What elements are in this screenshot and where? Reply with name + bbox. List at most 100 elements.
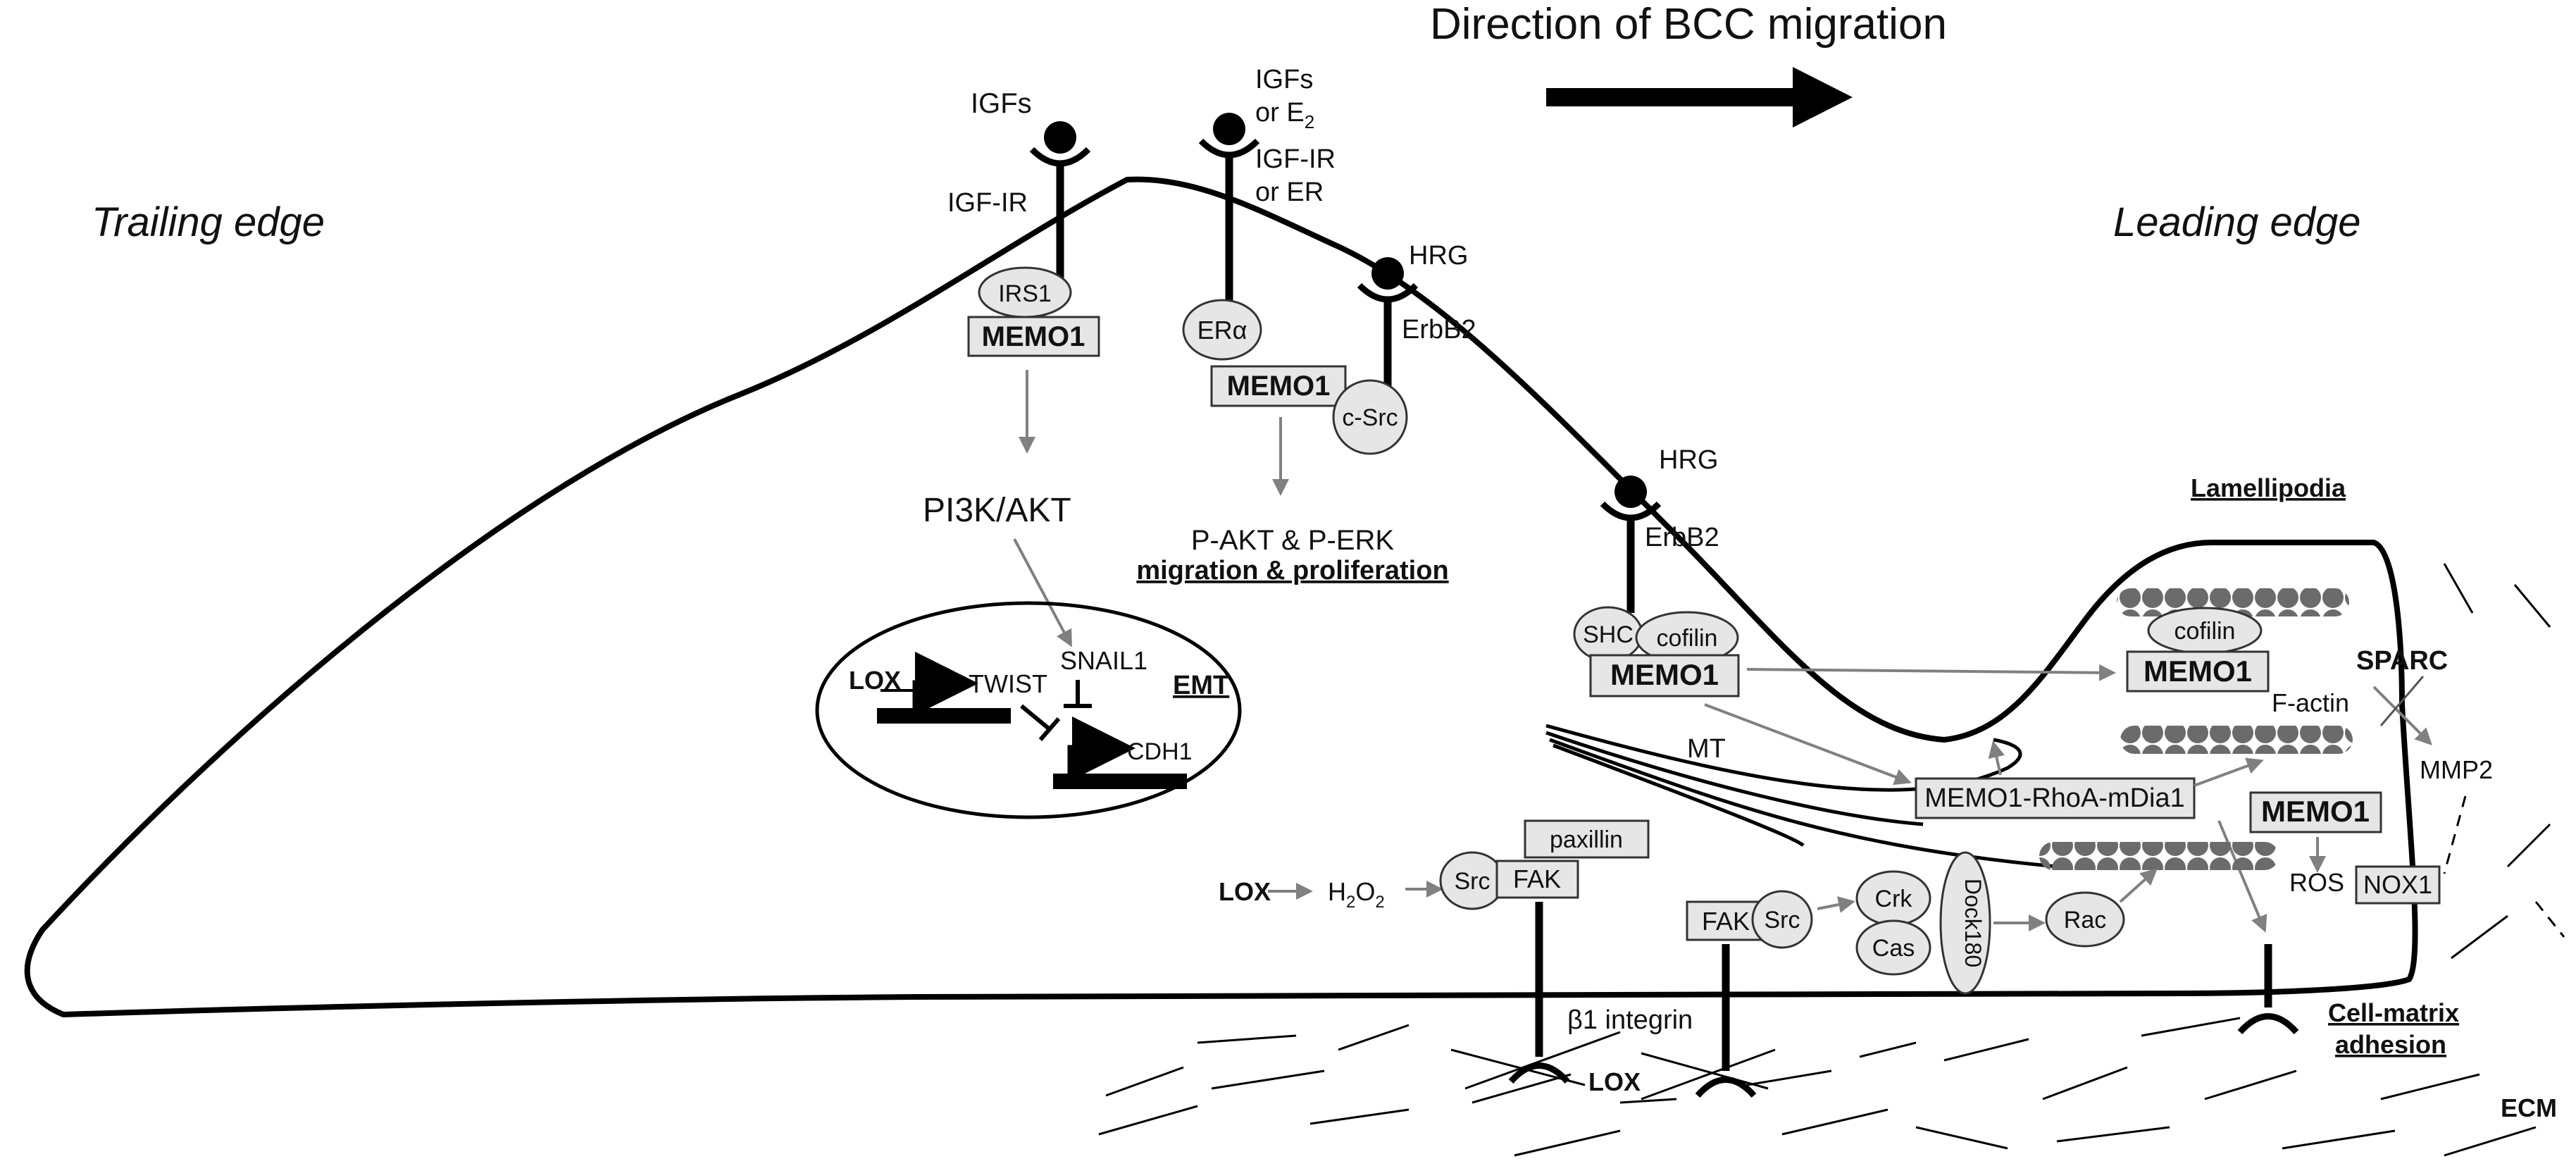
cell-matrix-label-2: adhesion xyxy=(2335,1030,2446,1059)
ecm-label: ECM xyxy=(2501,1093,2557,1122)
f-actin-label: F-actin xyxy=(2272,688,2349,717)
memo1-label-2: MEMO1 xyxy=(1227,371,1331,402)
memo1-rhoa-mdia1-box xyxy=(1915,777,2196,819)
arrow-rhoa-to-adhesion xyxy=(2217,820,2267,933)
fak-label-1: FAK xyxy=(1513,864,1561,893)
cell-matrix-label-1: Cell-matrix xyxy=(2328,998,2459,1027)
h2o2-sub2: 2 xyxy=(1375,893,1384,912)
crk-label: Crk xyxy=(1875,886,1913,912)
migration-proliferation-label: migration & proliferation xyxy=(1136,556,1448,585)
memo1-box-3 xyxy=(1589,654,1740,697)
h2o2-o: O xyxy=(1355,877,1375,906)
cdh1-label: CDH1 xyxy=(1127,738,1193,765)
p-akt-erk-label: P-AKT & P-ERK xyxy=(1191,525,1395,556)
lox-ecm-label: LOX xyxy=(1588,1067,1641,1096)
receptor2-cup-icon xyxy=(1198,138,1260,159)
arrow-rhoa-to-actin xyxy=(1988,740,2005,776)
microtubule-2 xyxy=(1545,731,1924,826)
memo1-label-lam: MEMO1 xyxy=(2143,655,2252,688)
twist-label: TWIST xyxy=(969,669,1047,698)
lox-h2o2-label: LOX xyxy=(1219,877,1271,906)
igf-receptor-label: IGF-IR xyxy=(947,188,1028,218)
hrg-top-ligand-icon xyxy=(1371,257,1404,290)
memo1-box-2 xyxy=(1210,365,1347,407)
twist-gene-bar xyxy=(877,708,1011,724)
memo1-box-nox xyxy=(2249,791,2382,833)
erbb2-mid-label: ErbB2 xyxy=(1645,523,1719,552)
c-src-label: c-Src xyxy=(1342,404,1398,431)
emt-label: EMT xyxy=(1173,671,1229,700)
ligand2-label-line2: or E2 xyxy=(1255,98,1314,132)
diagram-title: Direction of BCC migration xyxy=(1430,0,1947,49)
adhesion-anchor-cup-icon xyxy=(2237,1013,2299,1035)
src-label-2: Src xyxy=(1765,907,1800,934)
erbb2-top-label: ErbB2 xyxy=(1402,315,1476,345)
hrg-top-label: HRG xyxy=(1409,241,1468,271)
integrin-cup-2-icon xyxy=(1695,1077,1757,1098)
igf-receptor-cup-icon xyxy=(1029,147,1091,167)
emt-nucleus xyxy=(815,601,1242,819)
actin-filament-3 xyxy=(2039,842,2279,870)
twist-promoter-arrow xyxy=(912,652,978,715)
ros-label: ROS xyxy=(2289,868,2344,897)
c-src-node xyxy=(1332,379,1408,455)
sparc-label: SPARC xyxy=(2356,646,2448,676)
receptor2-label-line1: IGF-IR xyxy=(1255,144,1336,174)
rac-node xyxy=(2045,891,2125,948)
erbb2-top-cup-icon xyxy=(1357,283,1419,303)
arrow-src-to-crk xyxy=(1817,896,1855,913)
paxillin-box xyxy=(1524,819,1650,859)
shc-label: SHC xyxy=(1583,621,1634,648)
memo1-label-1: MEMO1 xyxy=(982,321,1085,352)
igf-ligand-icon xyxy=(1044,121,1076,154)
actin-filament-1 xyxy=(2117,588,2349,616)
receptor2-label-line2: or ER xyxy=(1255,178,1324,207)
cdh1-promoter-arrow xyxy=(1067,717,1135,780)
twist-inhibit-bar xyxy=(1038,717,1061,741)
arrow-memo1-to-rhoa xyxy=(1704,703,1912,786)
snail1-label: SNAIL1 xyxy=(1060,646,1147,675)
twist-inhibit-stem xyxy=(1020,704,1051,731)
ligand2-or-e-text: or E xyxy=(1255,98,1305,128)
h2o2-label: H2O2 xyxy=(1328,877,1385,912)
ligand2-label-line1: IGFs xyxy=(1255,65,1313,94)
integrin-cup-1-icon xyxy=(1508,1062,1570,1084)
lamellipodia-label: Lamellipodia xyxy=(2191,473,2346,502)
dock180-node xyxy=(1939,851,1991,995)
arrow-sparc-to-mmp2 xyxy=(2372,686,2432,745)
src-label-1: Src xyxy=(1455,868,1491,895)
ligand2-subscript: 2 xyxy=(1305,111,1314,132)
cofilin-lam-label: cofilin xyxy=(2174,618,2236,645)
leading-edge-label: Leading edge xyxy=(2113,199,2361,245)
dock180-label: Dock180 xyxy=(1960,879,1986,967)
cas-node xyxy=(1855,919,1931,976)
src-node-2 xyxy=(1751,890,1813,949)
paxillin-label: paxillin xyxy=(1550,826,1623,853)
rac-label: Rac xyxy=(2064,907,2106,934)
fak-box-1 xyxy=(1495,860,1579,899)
arrow-rhoa-to-factin xyxy=(2194,757,2264,787)
hrg-mid-ligand-icon xyxy=(1614,476,1647,508)
igf-ligand-label: IGFs xyxy=(971,88,1032,119)
memo1-box-lam xyxy=(2126,650,2270,693)
arrow-pi3k-to-snail xyxy=(1013,538,1072,647)
h2o2-sub1: 2 xyxy=(1346,893,1355,912)
memo1-label-3: MEMO1 xyxy=(1610,658,1719,691)
h2o2-h: H xyxy=(1328,877,1346,906)
memo1-rhoa-mdia1-label: MEMO1-RhoA-mDia1 xyxy=(1924,783,2185,813)
er-alpha-label: ERα xyxy=(1197,316,1247,345)
pi3k-akt-label: PI3K/AKT xyxy=(923,492,1071,529)
arrow-rac-to-actin xyxy=(2119,868,2158,903)
direction-arrowhead xyxy=(1793,67,1853,128)
microtubule-4 xyxy=(1553,743,1805,847)
memo1-label-nox: MEMO1 xyxy=(2261,795,2370,828)
trailing-edge-label: Trailing edge xyxy=(92,199,325,245)
ecm-fibers xyxy=(1098,563,2565,1157)
memo1-box-1 xyxy=(967,316,1100,357)
irs1-label: IRS1 xyxy=(998,280,1052,307)
nox1-box xyxy=(2355,865,2441,905)
hrg-mid-label: HRG xyxy=(1659,445,1718,475)
nox1-label: NOX1 xyxy=(2363,870,2432,899)
cas-label: Cas xyxy=(1872,935,1915,962)
cdh1-gene-bar xyxy=(1053,774,1187,789)
